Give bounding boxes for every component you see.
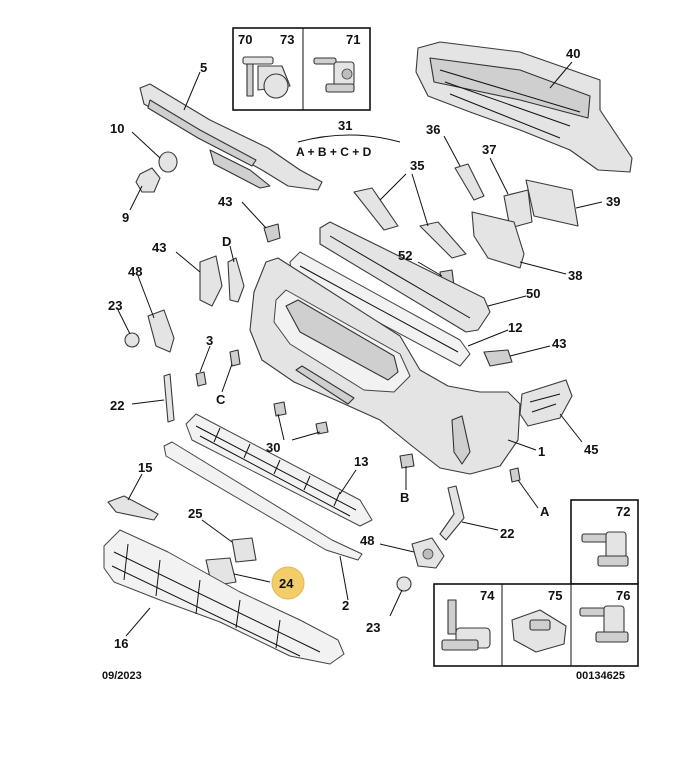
callout-labels: 1 2 3 5 9 10 12 13 15 16 22 22 23 23 24 … <box>108 32 630 651</box>
part-39-plate <box>525 179 579 227</box>
screw-70-icon <box>242 56 291 99</box>
part-23-right-sensor <box>396 576 412 592</box>
screw-76-icon <box>579 605 629 643</box>
part-B-clip <box>399 453 415 469</box>
part-22-left-strip <box>163 373 175 423</box>
callout-39[interactable]: 39 <box>606 194 620 209</box>
part-35-strips <box>353 187 467 259</box>
callout-24-highlight <box>271 566 305 600</box>
assembly-31-formula-text: A + B + C + D <box>296 145 372 159</box>
part-36-strip <box>454 163 485 201</box>
part-16-skid-plate <box>103 529 345 665</box>
leader-lines <box>117 61 603 637</box>
part-23-left-sensor <box>124 332 140 348</box>
callout-10[interactable]: 10 <box>110 121 124 136</box>
part-25-cover <box>231 537 257 563</box>
part-40-upper-crossmember <box>415 41 633 173</box>
part-2-lower-strip <box>163 441 363 561</box>
callout-50[interactable]: 50 <box>526 286 540 301</box>
part-43-right-clip <box>483 349 513 367</box>
callout-35[interactable]: 35 <box>410 158 424 173</box>
callout-12[interactable]: 12 <box>508 320 522 335</box>
part-A-clip <box>509 467 521 483</box>
callout-37[interactable]: 37 <box>482 142 496 157</box>
callout-73[interactable]: 73 <box>280 32 294 47</box>
callout-23-left[interactable]: 23 <box>108 298 122 313</box>
part-5-upper-grille <box>139 83 323 191</box>
callout-72[interactable]: 72 <box>616 504 630 519</box>
callout-36[interactable]: 36 <box>426 122 440 137</box>
callout-22-right[interactable]: 22 <box>500 526 514 541</box>
date-code: 09/2023 <box>102 670 142 682</box>
callout-15[interactable]: 15 <box>138 460 152 475</box>
callout-23-right[interactable]: 23 <box>366 620 380 635</box>
part-D-bracket <box>227 257 245 303</box>
callout-B[interactable]: B <box>400 490 409 505</box>
fastener-box-74-75-76 <box>433 583 639 667</box>
part-C-clip <box>229 349 241 367</box>
callout-24[interactable]: 24 <box>279 576 294 591</box>
part-37-plate <box>503 189 533 229</box>
callout-5[interactable]: 5 <box>200 60 207 75</box>
callout-48-left[interactable]: 48 <box>128 264 142 279</box>
part-15-bracket <box>107 495 159 521</box>
part-45-side-grille <box>519 379 573 427</box>
callout-3[interactable]: 3 <box>206 333 213 348</box>
callout-D[interactable]: D <box>222 234 231 249</box>
fastener-box-72 <box>570 499 639 585</box>
part-9-bracket <box>135 167 161 193</box>
callout-25[interactable]: 25 <box>188 506 202 521</box>
part-48-left-bracket <box>147 309 175 353</box>
part-30-clips <box>273 401 329 435</box>
callout-75[interactable]: 75 <box>548 588 562 603</box>
part-13-lower-grille <box>185 413 373 527</box>
callout-43-right[interactable]: 43 <box>552 336 566 351</box>
part-10-emblem <box>158 151 178 173</box>
callout-38[interactable]: 38 <box>568 268 582 283</box>
callout-45[interactable]: 45 <box>584 442 598 457</box>
fastener-box-70-73-71 <box>232 27 371 111</box>
callout-9[interactable]: 9 <box>122 210 129 225</box>
callout-43-top[interactable]: 43 <box>218 194 232 209</box>
screw-71-icon <box>313 57 355 93</box>
reference-code: 00134625 <box>576 670 625 682</box>
nut-75-icon <box>511 609 567 653</box>
callout-40[interactable]: 40 <box>566 46 580 61</box>
screw-72-icon <box>581 531 629 567</box>
callout-74[interactable]: 74 <box>480 588 495 603</box>
callout-16[interactable]: 16 <box>114 636 128 651</box>
part-43-left-upper-clip <box>263 223 281 243</box>
part-22-right-strip <box>439 485 465 541</box>
part-38-bracket <box>471 211 525 269</box>
assembly-31-formula <box>297 134 401 143</box>
callout-13[interactable]: 13 <box>354 454 368 469</box>
callout-2[interactable]: 2 <box>342 598 349 613</box>
callout-48-right[interactable]: 48 <box>360 533 374 548</box>
callout-C[interactable]: C <box>216 392 226 407</box>
part-50-beam <box>319 221 491 333</box>
callout-52[interactable]: 52 <box>398 248 412 263</box>
part-43-left-lower-bracket <box>199 255 223 307</box>
callout-70[interactable]: 70 <box>238 32 252 47</box>
part-1-bumper-shell <box>249 257 521 475</box>
callout-A[interactable]: A <box>540 504 550 519</box>
callout-31[interactable]: 31 <box>338 118 352 133</box>
callout-43-left[interactable]: 43 <box>152 240 166 255</box>
part-3-clip <box>195 371 207 387</box>
callout-71[interactable]: 71 <box>346 32 360 47</box>
callout-1[interactable]: 1 <box>538 444 545 459</box>
callout-76[interactable]: 76 <box>616 588 630 603</box>
part-48-right-bracket <box>411 537 445 569</box>
screw-74-icon <box>441 599 491 651</box>
callout-30[interactable]: 30 <box>266 440 280 455</box>
callout-22-left[interactable]: 22 <box>110 398 124 413</box>
